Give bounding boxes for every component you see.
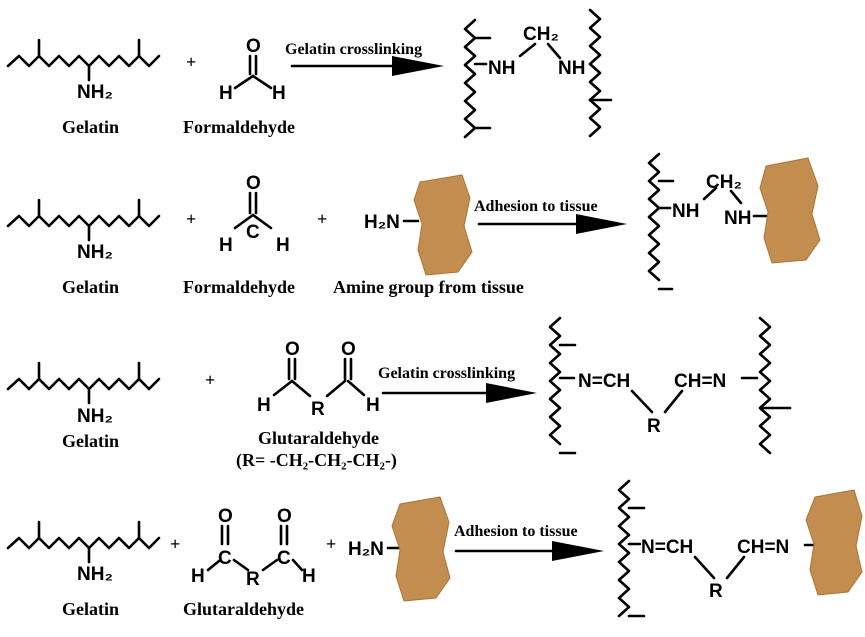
tissue-adhered-product-2: NH CH₂ NH (647, 152, 821, 291)
plus-sign: + (317, 209, 327, 229)
svg-text:R: R (311, 399, 325, 420)
nh2-group: NH₂ (77, 564, 113, 585)
crosslinked-gelatin-product-1: NH CH₂ NH (463, 8, 613, 139)
svg-text:H₂N: H₂N (348, 539, 384, 560)
gelatin-structure-4: NH₂ (6, 520, 161, 585)
reaction-row-1: NH₂ Gelatin + O H H Formaldehyde Gelatin… (6, 8, 613, 139)
svg-text:O: O (246, 173, 261, 194)
plus-sign: + (186, 52, 196, 72)
arrow-4: Adhesion to tissue (454, 523, 604, 561)
glutaraldehyde-label: Glutaraldehyde (258, 428, 379, 448)
gelatin-structure-3: NH₂ (6, 361, 161, 427)
svg-text:C: C (218, 548, 232, 569)
tissue-amine-reactant-4: H₂N (348, 496, 451, 602)
amine-from-tissue-label: Amine group from tissue (333, 277, 524, 297)
svg-text:R: R (709, 581, 723, 602)
r-group-definition: (R= -CH₂-CH₂-CH₂-) (236, 450, 397, 471)
arrow-label-gelatin-crosslinking: Gelatin crosslinking (285, 41, 422, 58)
svg-text:NH: NH (724, 208, 751, 229)
formaldehyde-structure-2: O H H C (219, 173, 290, 256)
svg-text:H: H (276, 235, 290, 256)
svg-text:CH=N: CH=N (737, 537, 789, 558)
arrow-2: Adhesion to tissue (474, 198, 627, 234)
glutaraldehyde-structure-3: O H R O H (257, 339, 380, 420)
svg-text:R: R (647, 416, 661, 437)
tissue-icon (391, 496, 451, 602)
arrow-label-adhesion-to-tissue: Adhesion to tissue (474, 198, 598, 215)
svg-text:NH: NH (558, 58, 585, 79)
svg-text:O: O (285, 339, 300, 360)
glutaraldehyde-structure-4: O C H R O C H (191, 506, 316, 590)
reaction-row-2: NH₂ Gelatin + O H H C Formaldehyde + H₂N… (6, 152, 821, 297)
gelatin-label: Gelatin (62, 277, 119, 297)
nh2-group: NH₂ (77, 242, 113, 263)
svg-text:NH: NH (672, 201, 699, 222)
svg-text:N=CH: N=CH (578, 371, 630, 392)
svg-text:O: O (218, 506, 233, 527)
formaldehyde-label: Formaldehyde (183, 117, 295, 137)
plus-sign: + (170, 534, 180, 554)
tissue-icon (759, 157, 821, 264)
tissue-amine-reactant: H₂N (364, 174, 473, 276)
svg-text:CH₂: CH₂ (523, 24, 559, 45)
gelatin-label: Gelatin (62, 599, 119, 619)
gelatin-label: Gelatin (62, 431, 119, 451)
nh2-group: NH₂ (77, 406, 113, 427)
glutaraldehyde-label: Glutaraldehyde (183, 599, 304, 619)
arrow-3: Gelatin crosslinking (378, 365, 537, 403)
gelatin-label: Gelatin (62, 117, 119, 137)
tissue-icon (413, 174, 473, 276)
reaction-row-4: NH₂ Gelatin + O C H R O C H Glutaraldehy… (6, 479, 863, 619)
svg-text:H: H (302, 566, 316, 587)
svg-text:H₂N: H₂N (364, 212, 400, 233)
crosslinked-gelatin-product-3: N=CH R CH=N (548, 316, 792, 455)
svg-text:H: H (219, 235, 233, 256)
arrow-label-adhesion-to-tissue: Adhesion to tissue (454, 523, 578, 540)
nh2-group: NH₂ (77, 82, 113, 103)
svg-text:N=CH: N=CH (641, 537, 693, 558)
svg-text:CH=N: CH=N (674, 371, 726, 392)
svg-text:O: O (246, 36, 261, 57)
plus-sign: + (205, 370, 215, 390)
svg-text:C: C (277, 548, 291, 569)
svg-text:C: C (246, 222, 260, 243)
svg-text:O: O (341, 339, 356, 360)
formaldehyde-structure-1: O H H (219, 36, 286, 104)
svg-text:O: O (277, 506, 292, 527)
gelatin-structure-1: NH₂ (6, 38, 161, 103)
reaction-row-3: NH₂ Gelatin + O H R O H Glutaraldehyde (… (6, 316, 792, 471)
tissue-adhered-product-4: N=CH R CH=N (617, 479, 863, 618)
svg-text:H: H (191, 566, 205, 587)
formaldehyde-label: Formaldehyde (183, 277, 295, 297)
arrow-label-gelatin-crosslinking: Gelatin crosslinking (378, 365, 515, 382)
plus-sign: + (326, 534, 336, 554)
svg-text:H: H (257, 395, 271, 416)
arrow-1: Gelatin crosslinking (285, 41, 444, 76)
svg-text:H: H (219, 83, 233, 104)
gelatin-structure-2: NH₂ (6, 198, 161, 263)
svg-text:CH₂: CH₂ (706, 172, 742, 193)
svg-text:H: H (272, 83, 286, 104)
svg-text:H: H (366, 395, 380, 416)
tissue-icon (805, 489, 863, 596)
svg-text:R: R (246, 569, 260, 590)
svg-text:NH: NH (488, 58, 515, 79)
plus-sign: + (186, 209, 196, 229)
